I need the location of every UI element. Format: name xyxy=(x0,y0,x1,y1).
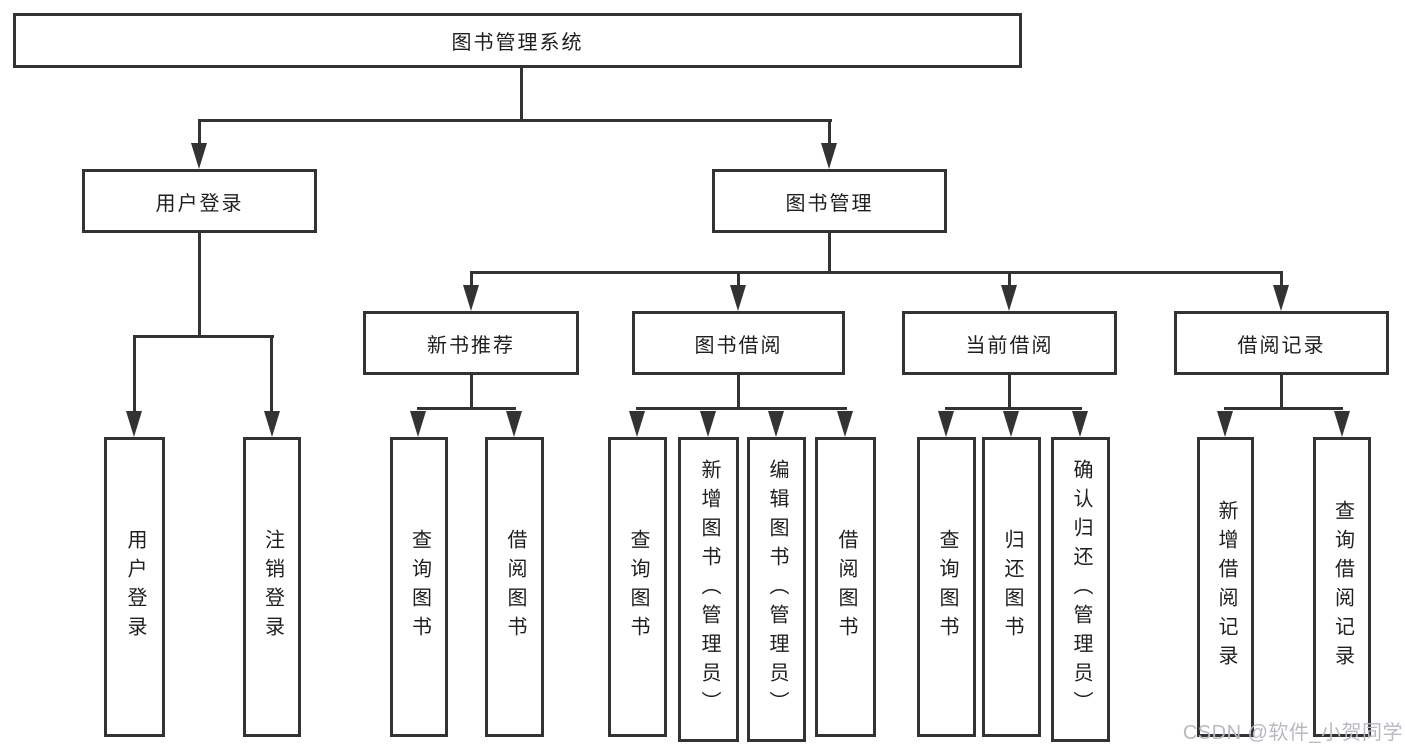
leaf-query-books-current-label: 查询图书 xyxy=(936,529,958,645)
watermark: CSDN @软件_小贺同学 xyxy=(1182,722,1403,744)
leaf-query-books-current: 查询图书 xyxy=(917,437,976,737)
connector-mgmt-drop-2 xyxy=(737,271,740,287)
connector-g1-stem xyxy=(470,375,473,410)
arrowhead-g3-leaf-2 xyxy=(1003,411,1019,437)
node-current-borrow: 当前借阅 xyxy=(902,311,1117,375)
connector-g2-stem xyxy=(737,375,740,410)
leaf-query-borrow-record-label: 查询借阅记录 xyxy=(1331,500,1354,674)
arrowhead-g2-leaf-4 xyxy=(837,411,853,437)
connector-root-left-drop xyxy=(198,119,201,147)
connector-root-branch xyxy=(198,119,832,122)
connector-mgmt-drop-4 xyxy=(1280,271,1283,287)
connector-login-stem xyxy=(198,233,201,338)
node-book-management-label: 图书管理 xyxy=(785,192,874,215)
node-root-label: 图书管理系统 xyxy=(451,32,584,54)
arrowhead-g1-leaf-1 xyxy=(410,411,426,437)
leaf-add-book-admin: 新增图书（管理员） xyxy=(678,437,739,742)
connector-g4-stem xyxy=(1280,375,1283,410)
node-root: 图书管理系统 xyxy=(13,13,1022,68)
leaf-add-borrow-record-label: 新增借阅记录 xyxy=(1215,500,1237,674)
connector-mgmt-branch xyxy=(470,271,1283,274)
arrowhead-g4-leaf-1 xyxy=(1217,411,1233,437)
arrowhead-current-borrow xyxy=(1001,285,1017,311)
leaf-return-books: 归还图书 xyxy=(982,437,1041,737)
leaf-confirm-return-admin-label: 确认归还（管理员） xyxy=(1070,459,1092,720)
leaf-borrow-books: 借阅图书 xyxy=(815,437,876,737)
leaf-confirm-return-admin: 确认归还（管理员） xyxy=(1051,437,1110,742)
connector-g3-branch xyxy=(945,407,1082,410)
leaf-add-borrow-record: 新增借阅记录 xyxy=(1197,437,1254,737)
node-new-book-recommend: 新书推荐 xyxy=(363,311,579,375)
leaf-return-books-label: 归还图书 xyxy=(1001,529,1023,645)
arrowhead-borrow-records xyxy=(1273,285,1289,311)
leaf-edit-book-admin: 编辑图书（管理员） xyxy=(747,437,806,742)
leaf-query-books-recommend: 查询图书 xyxy=(390,437,448,737)
connector-mgmt-stem xyxy=(828,233,831,274)
arrowhead-book-borrow xyxy=(730,285,746,311)
connector-g4-branch xyxy=(1224,407,1343,410)
arrowhead-g2-leaf-2 xyxy=(700,411,716,437)
connector-login-branch xyxy=(133,335,274,338)
connector-g2-branch xyxy=(636,407,847,410)
arrowhead-g2-leaf-3 xyxy=(768,411,784,437)
arrowhead-g2-leaf-1 xyxy=(629,411,645,437)
connector-login-drop-1 xyxy=(133,335,136,413)
leaf-borrow-books-recommend: 借阅图书 xyxy=(485,437,544,737)
leaf-query-books-borrow: 查询图书 xyxy=(608,437,667,737)
leaf-query-books-recommend-label: 查询图书 xyxy=(408,529,431,645)
node-borrow-records: 借阅记录 xyxy=(1174,311,1389,375)
connector-mgmt-drop-3 xyxy=(1008,271,1011,287)
node-book-borrow: 图书借阅 xyxy=(632,311,845,375)
arrowhead-leaf-user-login xyxy=(126,411,142,437)
node-new-book-recommend-label: 新书推荐 xyxy=(427,334,515,357)
leaf-user-login: 用户登录 xyxy=(104,437,165,737)
node-user-login: 用户登录 xyxy=(82,169,317,233)
leaf-user-login-label: 用户登录 xyxy=(124,529,146,645)
leaf-query-books-borrow-label: 查询图书 xyxy=(627,529,649,645)
node-book-management: 图书管理 xyxy=(712,169,947,233)
connector-g1-branch xyxy=(417,407,516,410)
arrowhead-g4-leaf-2 xyxy=(1334,411,1350,437)
leaf-query-borrow-record: 查询借阅记录 xyxy=(1313,437,1371,737)
arrowhead-g3-leaf-1 xyxy=(938,411,954,437)
leaf-borrow-books-recommend-label: 借阅图书 xyxy=(504,529,526,645)
connector-mgmt-drop-1 xyxy=(470,271,473,287)
node-user-login-label: 用户登录 xyxy=(155,192,244,215)
node-borrow-records-label: 借阅记录 xyxy=(1237,334,1326,357)
arrowhead-g3-leaf-3 xyxy=(1072,411,1088,437)
leaf-logout-label: 注销登录 xyxy=(261,529,284,645)
node-current-borrow-label: 当前借阅 xyxy=(965,334,1054,357)
leaf-logout: 注销登录 xyxy=(243,437,301,737)
leaf-add-book-admin-label: 新增图书（管理员） xyxy=(698,459,720,720)
leaf-edit-book-admin-label: 编辑图书（管理员） xyxy=(766,459,788,720)
node-book-borrow-label: 图书借阅 xyxy=(694,334,783,357)
arrowhead-book-management xyxy=(821,143,837,169)
connector-root-stem xyxy=(520,68,523,122)
leaf-borrow-books-label: 借阅图书 xyxy=(835,529,857,645)
arrowhead-g1-leaf-2 xyxy=(506,411,522,437)
connector-root-right-drop xyxy=(828,119,831,147)
arrowhead-new-book-recommend xyxy=(463,285,479,311)
connector-login-drop-2 xyxy=(270,335,273,413)
arrowhead-user-login xyxy=(191,143,207,169)
connector-g3-stem xyxy=(1008,375,1011,410)
arrowhead-leaf-logout xyxy=(264,411,280,437)
